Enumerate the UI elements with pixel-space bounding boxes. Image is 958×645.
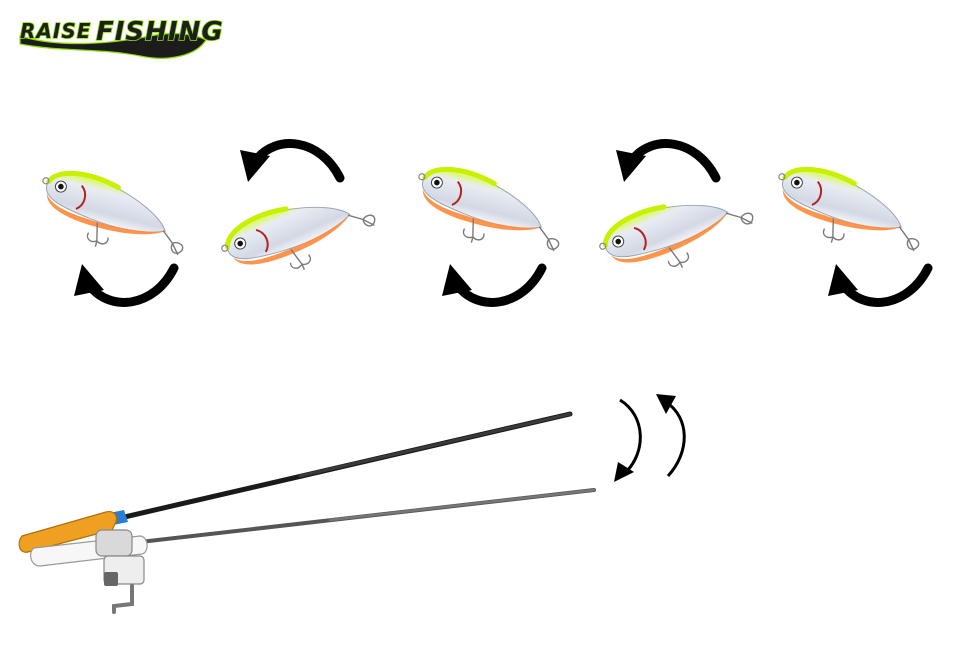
fishing-rod-raised <box>18 411 573 553</box>
lure <box>766 161 930 263</box>
curved-arrow-icon <box>74 264 174 302</box>
fishing-rod-lowered <box>30 488 596 614</box>
lure <box>30 165 194 267</box>
rod-twitch-up-arrow-icon <box>656 394 686 478</box>
lure <box>594 172 760 295</box>
logo-word-fishing: FISHING <box>96 17 224 47</box>
lure <box>216 174 382 297</box>
curved-arrow-icon <box>828 264 928 302</box>
curved-arrow-icon <box>616 144 716 182</box>
curved-arrow-icon <box>240 144 340 182</box>
logo-word-raise: RAISE <box>20 19 91 43</box>
brand-logo: RAISE FISHING <box>19 16 224 59</box>
curved-arrow-icon <box>442 264 542 302</box>
rod-twitch-down-arrow-icon <box>614 398 642 482</box>
lure <box>406 161 570 263</box>
